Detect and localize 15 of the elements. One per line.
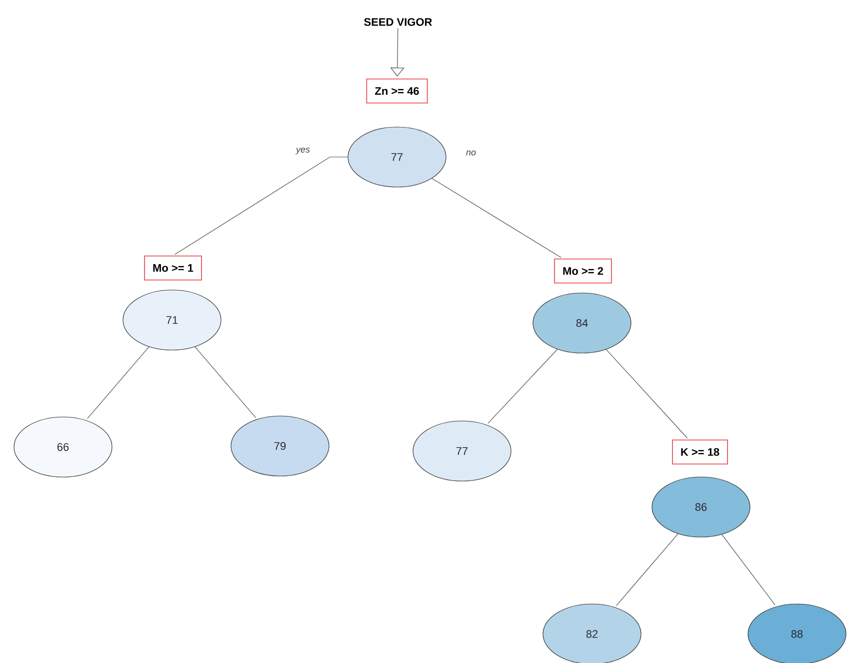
- branch-line: [432, 178, 562, 258]
- branch-line: [488, 348, 558, 424]
- edge-label: yes: [295, 146, 311, 156]
- branch-line: [174, 156, 348, 255]
- split-condition-box: K >= 18: [672, 440, 728, 464]
- edge-label: no: [465, 150, 477, 156]
- split-condition-box: Mo >= 1: [144, 256, 202, 280]
- branch-line: [606, 349, 688, 438]
- split-condition-box: Mo >= 2: [554, 258, 612, 284]
- branch-line: [194, 346, 256, 418]
- branch-line: [616, 534, 678, 606]
- branch-line: [721, 534, 776, 606]
- branch-line: [87, 346, 150, 419]
- split-condition-box: Zn >= 46: [366, 78, 428, 104]
- title-text: SEED VIGOR: [364, 18, 432, 26]
